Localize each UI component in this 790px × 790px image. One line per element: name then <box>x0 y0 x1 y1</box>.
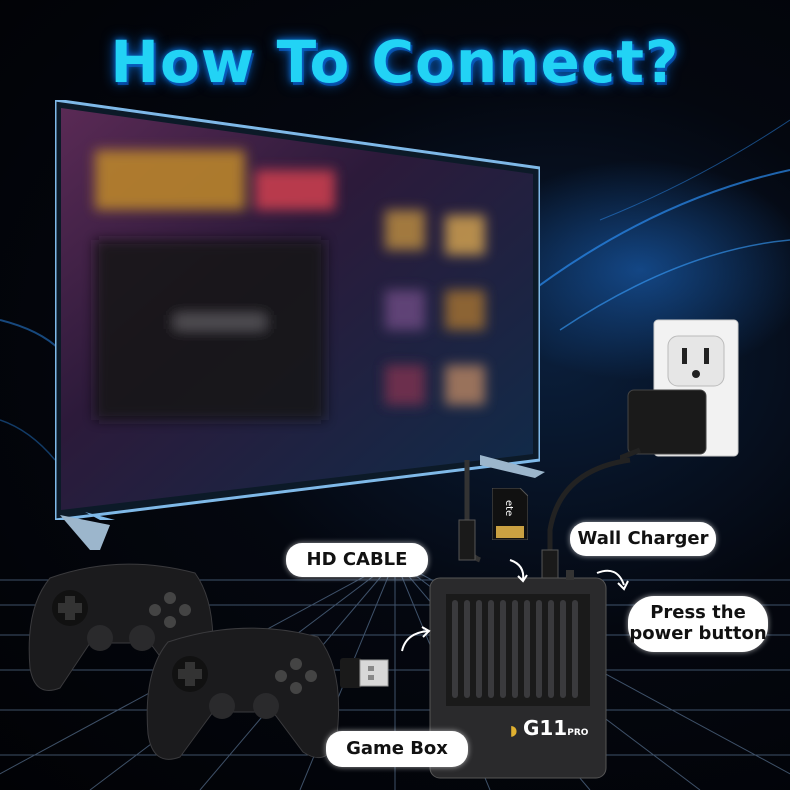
logo-text: G11 <box>522 716 568 740</box>
wifi-icon: ◗ <box>510 723 518 739</box>
wall-charger-image <box>620 389 707 460</box>
device-logo: ◗ G11PRO <box>510 716 588 740</box>
svg-text:ete: ete <box>503 500 514 516</box>
press-power-label: Press the power button <box>628 596 768 652</box>
usb-receiver-image <box>340 658 389 688</box>
controller-image <box>146 627 340 760</box>
page-title: How To Connect? <box>110 28 680 96</box>
game-box-image <box>429 570 607 779</box>
sd-card-image: ete <box>492 488 528 540</box>
wall-charger-label: Wall Charger <box>570 522 716 556</box>
tv-stand <box>60 455 545 550</box>
hd-cable-label: HD CABLE <box>286 543 428 577</box>
arrow-curve-icon <box>596 569 629 591</box>
press-power-line-2: power button <box>629 623 767 644</box>
arrow-curve-icon <box>509 559 528 583</box>
game-box-label: Game Box <box>326 731 468 767</box>
hd-cable-image <box>458 460 482 563</box>
tv-image <box>55 100 540 520</box>
logo-suffix: PRO <box>567 728 589 738</box>
press-power-line-1: Press the <box>650 602 746 623</box>
arrow-curve-icon <box>401 626 431 652</box>
charger-cable <box>541 457 631 579</box>
